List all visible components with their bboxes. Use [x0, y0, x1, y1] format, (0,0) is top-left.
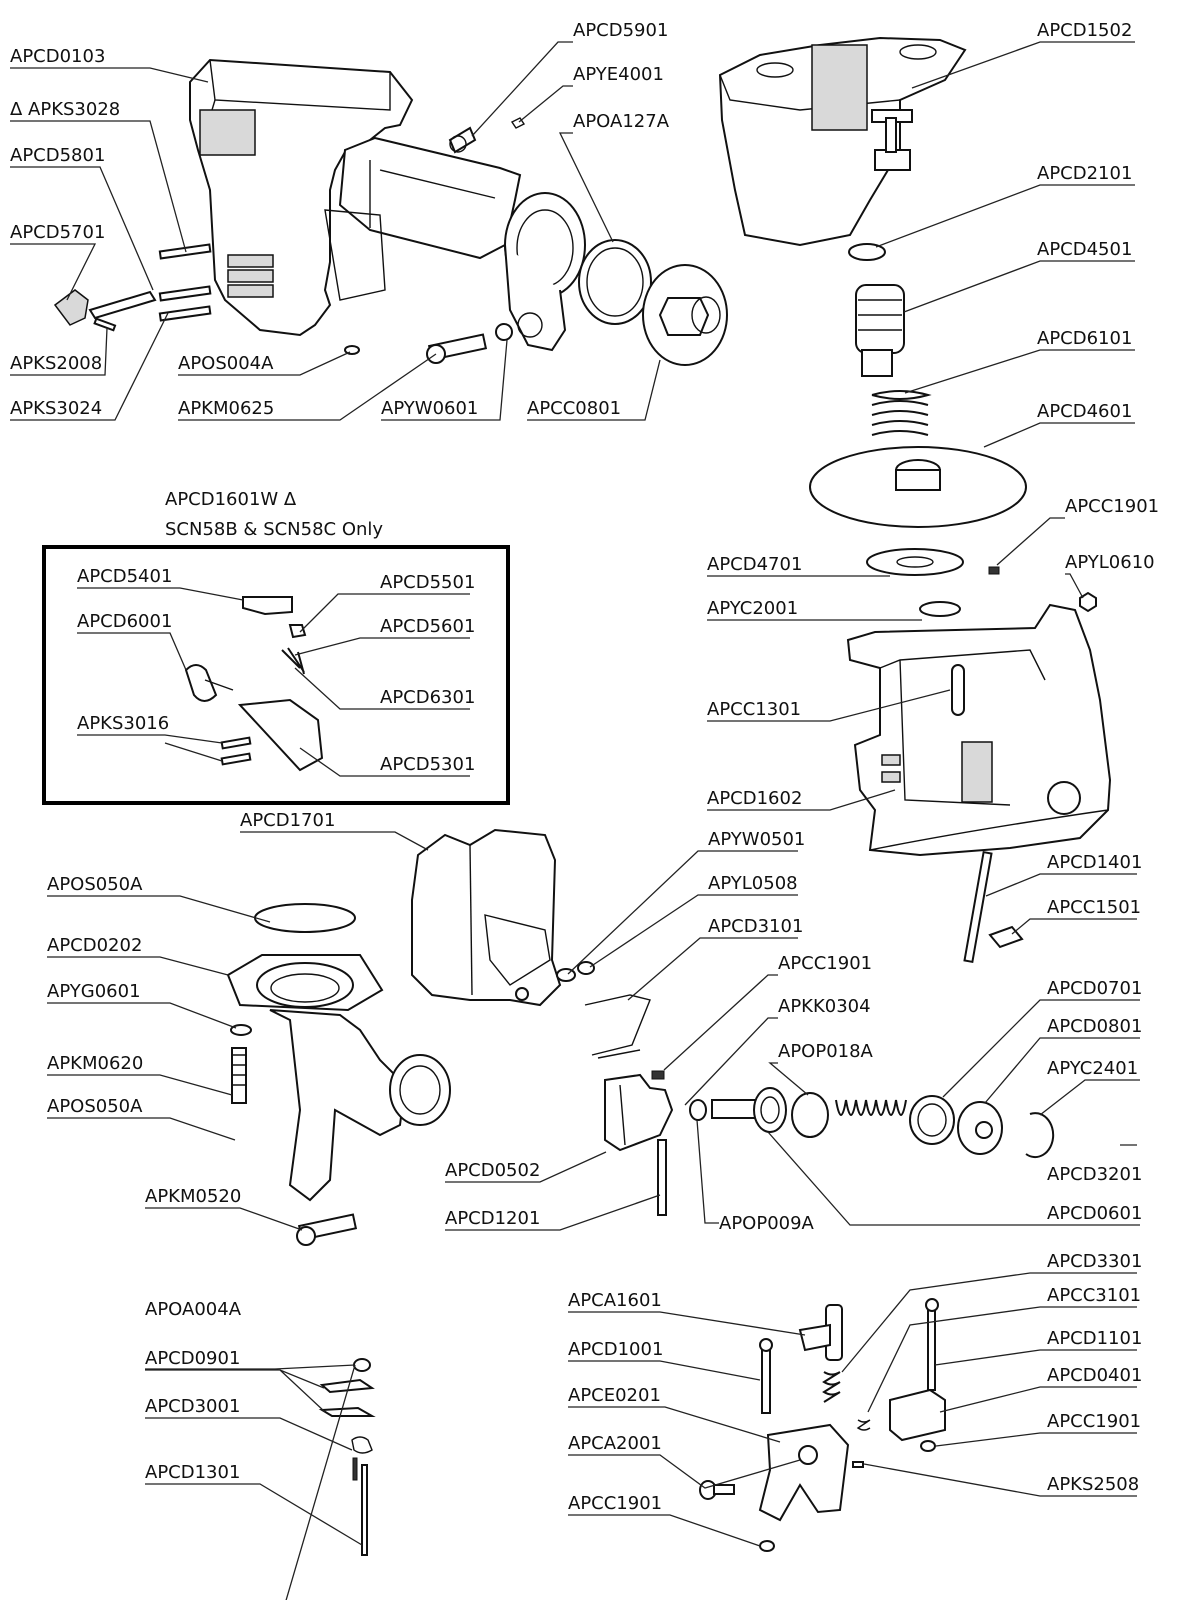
label-APOS050A-top: APOS050A — [47, 874, 143, 895]
label-APOA004A: APOA004A — [145, 1299, 242, 1320]
label-APCD6101: APCD6101 — [1037, 328, 1132, 349]
label-APCD4701: APCD4701 — [707, 554, 802, 575]
label-APCD5501: APCD5501 — [380, 572, 475, 593]
label-APCD0502: APCD0502 — [445, 1160, 540, 1181]
label-APCD0901: APCD0901 — [145, 1348, 240, 1369]
kit-contents — [184, 596, 324, 772]
label-APCC1901-right: APCC1901 — [1047, 1411, 1141, 1432]
label-APCE0201: APCE0201 — [568, 1385, 661, 1406]
leader-lines — [10, 41, 1140, 1600]
label-APYW0501: APYW0501 — [708, 829, 805, 850]
label-APCD3301: APCD3301 — [1047, 1251, 1142, 1272]
label-APCD1701: APCD1701 — [240, 810, 335, 831]
trigger-parts — [318, 1358, 376, 1556]
label-APYG0601: APYG0601 — [47, 981, 141, 1002]
label-APOP009A: APOP009A — [719, 1213, 815, 1234]
label-APCD1602: APCD1602 — [707, 788, 802, 809]
label-APOP018A: APOP018A — [778, 1041, 874, 1062]
top-left-small-parts — [53, 117, 728, 366]
label-APCD1401: APCD1401 — [1047, 852, 1142, 873]
label-APCD3101: APCD3101 — [708, 916, 803, 937]
label-APCC1901-bottom: APCC1901 — [568, 1493, 662, 1514]
label-APKS2508: APKS2508 — [1047, 1474, 1139, 1495]
label-APCD4501: APCD4501 — [1037, 239, 1132, 260]
label-APCD0103: APCD0103 — [10, 46, 105, 67]
label-APCD1001: APCD1001 — [568, 1339, 663, 1360]
label-APCD1502: APCD1502 — [1037, 20, 1132, 41]
valve-assembly — [604, 1073, 1055, 1216]
label-APCD1301: APCD1301 — [145, 1462, 240, 1483]
kit-box — [42, 545, 510, 805]
label-APCA1601: APCA1601 — [568, 1290, 662, 1311]
label-APCC0801: APCC0801 — [527, 398, 621, 419]
label-APCD6001: APCD6001 — [77, 611, 172, 632]
label-APCD3001: APCD3001 — [145, 1396, 240, 1417]
label-APCD5701: APCD5701 — [10, 222, 105, 243]
label-APYC2001: APYC2001 — [707, 598, 798, 619]
label-APCD3201: APCD3201 — [1047, 1164, 1142, 1185]
label-APKS3024: APKS3024 — [10, 398, 102, 419]
label-APCD5801: APCD5801 — [10, 145, 105, 166]
part-drawings — [53, 36, 1112, 1556]
label-APKM0520: APKM0520 — [145, 1186, 241, 1207]
label-APKS3028: Δ APKS3028 — [10, 99, 120, 120]
label-APCD5601: APCD5601 — [380, 616, 475, 637]
label-APCC3101: APCC3101 — [1047, 1285, 1141, 1306]
cylinder-cap — [226, 903, 451, 1246]
label-APCD1201: APCD1201 — [445, 1208, 540, 1229]
label-APCD0202: APCD0202 — [47, 935, 142, 956]
shield-cover — [411, 828, 562, 1007]
label-APCD2101: APCD2101 — [1037, 163, 1132, 184]
kit-subtitle: SCN58B & SCN58C Only — [165, 519, 383, 540]
label-APKM0625: APKM0625 — [178, 398, 274, 419]
top-cover — [718, 36, 967, 247]
label-APCC1901-mid: APCC1901 — [778, 953, 872, 974]
label-APYL0610: APYL0610 — [1065, 552, 1155, 573]
part-labels: APCD0103 Δ APKS3028 APCD5801 APCD5701 AP… — [10, 20, 1159, 1514]
label-APCC1301: APCC1301 — [707, 699, 801, 720]
label-APCD0401: APCD0401 — [1047, 1365, 1142, 1386]
kit-title: APCD1601W Δ — [165, 489, 297, 510]
label-APCD5901: APCD5901 — [573, 20, 668, 41]
label-APCC1501: APCC1501 — [1047, 897, 1141, 918]
label-APKS2008: APKS2008 — [10, 353, 102, 374]
feed-cover-parts — [809, 243, 1097, 617]
label-APYC2401: APYC2401 — [1047, 1058, 1138, 1079]
label-APCD4601: APCD4601 — [1037, 401, 1132, 422]
label-APCA2001: APCA2001 — [568, 1433, 662, 1454]
label-APCD1101: APCD1101 — [1047, 1328, 1142, 1349]
label-APCD0601: APCD0601 — [1047, 1203, 1142, 1224]
bottom-valve-parts — [699, 1298, 946, 1552]
label-APKM0620: APKM0620 — [47, 1053, 143, 1074]
label-APCD0801: APCD0801 — [1047, 1016, 1142, 1037]
label-APOA127A: APOA127A — [573, 111, 670, 132]
label-APKK0304: APKK0304 — [778, 996, 871, 1017]
label-APCD6301: APCD6301 — [380, 687, 475, 708]
label-APCD0701: APCD0701 — [1047, 978, 1142, 999]
mid-small-parts — [556, 961, 665, 1080]
label-APKS3016: APKS3016 — [77, 713, 169, 734]
label-APYE4001: APYE4001 — [573, 64, 664, 85]
label-APCD5301: APCD5301 — [380, 754, 475, 775]
housing-body — [189, 58, 586, 352]
label-APYL0508: APYL0508 — [708, 873, 798, 894]
label-APYW0601: APYW0601 — [381, 398, 478, 419]
label-APCD5401: APCD5401 — [77, 566, 172, 587]
label-APCC1901-top: APCC1901 — [1065, 496, 1159, 517]
label-APOS004A: APOS004A — [178, 353, 274, 374]
label-APOS050A-bottom: APOS050A — [47, 1096, 143, 1117]
